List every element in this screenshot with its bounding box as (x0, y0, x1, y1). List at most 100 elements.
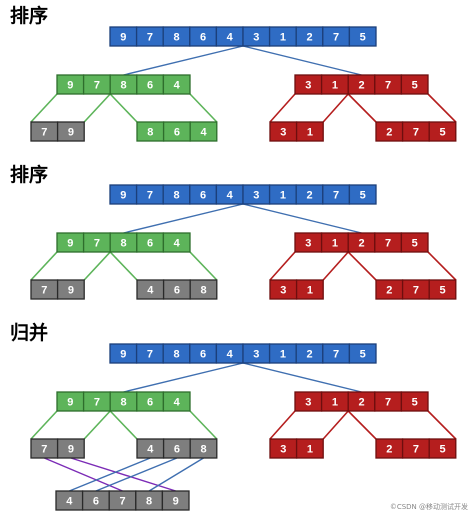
cell-value: 8 (173, 349, 179, 361)
cell-value: 5 (412, 80, 418, 92)
left-leaf-connector (30, 93, 58, 123)
cell-value: 6 (174, 127, 180, 139)
cell-value: 8 (147, 127, 153, 139)
cell-value: 8 (120, 397, 126, 409)
cell-value: 9 (67, 397, 73, 409)
cell-value: 6 (200, 349, 206, 361)
cell-value: 4 (174, 238, 181, 250)
cell-value: 2 (306, 190, 312, 202)
cell-value: 5 (360, 32, 366, 44)
root-right-connector (242, 362, 362, 393)
cell-value: 4 (200, 127, 207, 139)
cell-value: 5 (412, 238, 418, 250)
array-cell (56, 279, 85, 300)
cell-value: 9 (68, 127, 74, 139)
cell-value: 1 (332, 80, 338, 92)
cell-value: 7 (119, 496, 125, 508)
left-leaf-connector (83, 410, 111, 440)
left-leaf-connector (189, 410, 218, 440)
array-cell (428, 438, 457, 459)
cell-value: 8 (146, 496, 152, 508)
cell-value: 7 (147, 32, 153, 44)
array-cell (348, 343, 377, 364)
section-title-3: 归并 (10, 321, 48, 344)
right-leaf-connector (269, 251, 296, 281)
cell-value: 6 (174, 444, 180, 456)
cell-value: 8 (200, 444, 206, 456)
cell-value: 8 (200, 285, 206, 297)
right-leaf-connector (427, 93, 457, 123)
cell-value: 7 (147, 349, 153, 361)
cell-value: 8 (173, 32, 179, 44)
cell-value: 9 (120, 32, 126, 44)
array-cell (162, 232, 191, 253)
cell-value: 8 (120, 238, 126, 250)
cell-value: 7 (147, 190, 153, 202)
cell-value: 9 (68, 285, 74, 297)
cell-value: 9 (67, 80, 73, 92)
cell-value: 7 (94, 238, 100, 250)
leaf-array-2: 8 6 4 (136, 121, 218, 142)
left-leaf-connector (30, 251, 58, 281)
array-cell (295, 279, 324, 300)
merge-arrow (70, 457, 176, 492)
cell-value: 4 (227, 32, 234, 44)
cell-value: 7 (41, 127, 47, 139)
cell-value: 7 (413, 285, 419, 297)
left-leaf-connector (30, 410, 58, 440)
cell-value: 7 (385, 80, 391, 92)
cell-value: 7 (333, 32, 339, 44)
right-leaf-connector (322, 251, 349, 281)
cell-value: 2 (386, 127, 392, 139)
cell-value: 4 (174, 397, 181, 409)
left-leaf-connector (83, 251, 111, 281)
cell-value: 7 (94, 80, 100, 92)
cell-value: 7 (333, 349, 339, 361)
cell-value: 1 (307, 285, 313, 297)
cell-value: 1 (332, 397, 338, 409)
cell-value: 2 (358, 238, 364, 250)
cell-value: 2 (386, 444, 392, 456)
cell-value: 9 (173, 496, 179, 508)
cell-value: 7 (385, 397, 391, 409)
cell-value: 6 (147, 238, 153, 250)
merge-arrow (148, 457, 204, 492)
cell-value: 4 (66, 496, 73, 508)
cell-value: 6 (200, 190, 206, 202)
root-right-connector (242, 203, 362, 234)
cell-value: 2 (358, 397, 364, 409)
root-left-connector (123, 45, 244, 76)
left-leaf-connector (109, 93, 138, 123)
cell-value: 3 (280, 285, 286, 297)
right-leaf-connector (347, 251, 377, 281)
cell-value: 2 (358, 80, 364, 92)
cell-value: 5 (360, 190, 366, 202)
cell-value: 3 (253, 349, 259, 361)
root-left-connector (123, 203, 244, 234)
array-cell (189, 279, 218, 300)
cell-value: 3 (305, 238, 311, 250)
array-cell (189, 121, 218, 142)
cell-value: 1 (332, 238, 338, 250)
cell-value: 3 (253, 190, 259, 202)
cell-value: 9 (120, 190, 126, 202)
left-leaf-connector (83, 93, 111, 123)
cell-value: 3 (305, 80, 311, 92)
cell-value: 2 (306, 32, 312, 44)
right-leaf-connector (322, 93, 349, 123)
array-cell (400, 74, 429, 95)
cell-value: 9 (120, 349, 126, 361)
root-right-connector (242, 45, 362, 76)
array-cell (56, 438, 85, 459)
right-leaf-connector (322, 410, 349, 440)
